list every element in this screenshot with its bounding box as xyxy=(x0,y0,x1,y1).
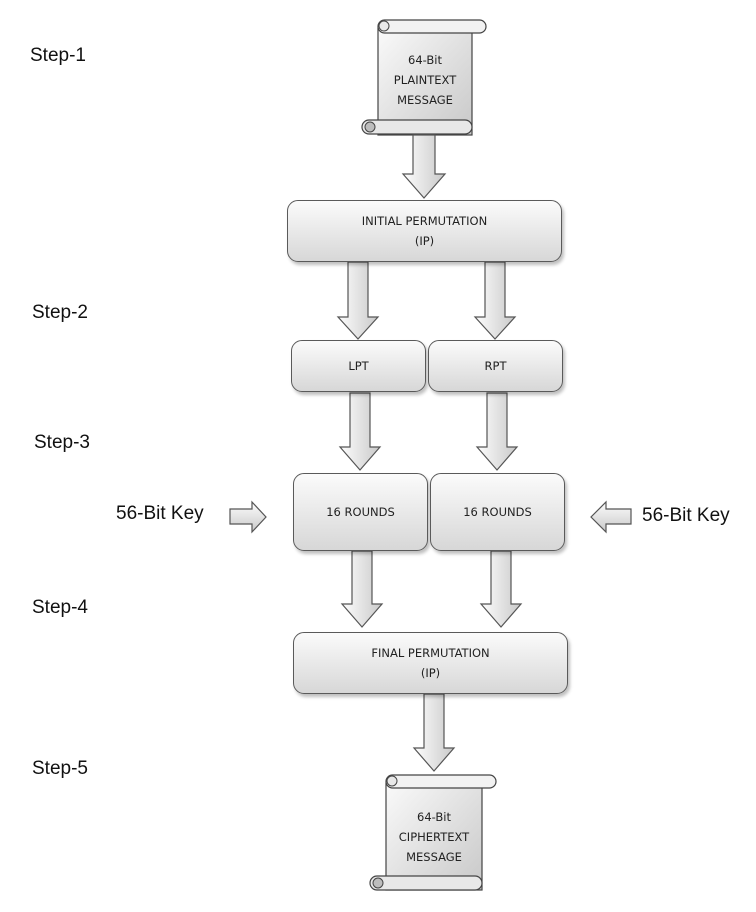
ciphertext-line-3: MESSAGE xyxy=(406,850,462,864)
down-arrow xyxy=(338,392,382,471)
key-right-label: 56-Bit Key xyxy=(642,505,730,526)
ciphertext-scroll-shape xyxy=(369,774,497,891)
down-arrow xyxy=(479,550,523,628)
rounds-right-label: 16 ROUNDS xyxy=(463,505,532,519)
step-4-label: Step-4 xyxy=(32,597,88,618)
rounds-right-box: 16 ROUNDS xyxy=(430,473,565,551)
step-2-label: Step-2 xyxy=(32,302,88,323)
lpt-label: LPT xyxy=(348,359,369,373)
lpt-box: LPT xyxy=(291,340,426,392)
down-arrow xyxy=(340,550,384,628)
left-arrow xyxy=(590,500,632,534)
down-arrow xyxy=(473,261,517,340)
rounds-left-label: 16 ROUNDS xyxy=(326,505,395,519)
step-5-label: Step-5 xyxy=(32,758,88,779)
plaintext-line-1: 64-Bit xyxy=(408,53,442,67)
initial-permutation-title: INITIAL PERMUTATION xyxy=(361,214,488,228)
plaintext-scroll-shape xyxy=(361,19,487,136)
rpt-label: RPT xyxy=(484,359,507,373)
plaintext-message: 64-Bit PLAINTEXT MESSAGE xyxy=(378,50,472,110)
ciphertext-message: 64-Bit CIPHERTEXT MESSAGE xyxy=(386,807,482,867)
ciphertext-line-2: CIPHERTEXT xyxy=(398,830,470,844)
down-arrow xyxy=(475,392,519,471)
plaintext-line-2: PLAINTEXT xyxy=(393,73,457,87)
down-arrow xyxy=(336,261,380,340)
final-permutation-box: FINAL PERMUTATION (IP) xyxy=(293,632,568,694)
ciphertext-line-1: 64-Bit xyxy=(417,810,451,824)
step-1-label: Step-1 xyxy=(30,45,86,66)
final-permutation-abbr: (IP) xyxy=(420,666,441,680)
rounds-left-box: 16 ROUNDS xyxy=(293,473,428,551)
plaintext-line-3: MESSAGE xyxy=(397,93,453,107)
key-left-label: 56-Bit Key xyxy=(116,503,204,524)
down-arrow xyxy=(401,134,447,199)
step-3-label: Step-3 xyxy=(34,432,90,453)
initial-permutation-box: INITIAL PERMUTATION (IP) xyxy=(287,200,562,262)
final-permutation-title: FINAL PERMUTATION xyxy=(371,646,490,660)
right-arrow xyxy=(229,500,267,534)
rpt-box: RPT xyxy=(428,340,563,392)
down-arrow xyxy=(412,693,456,772)
initial-permutation-abbr: (IP) xyxy=(414,234,435,248)
